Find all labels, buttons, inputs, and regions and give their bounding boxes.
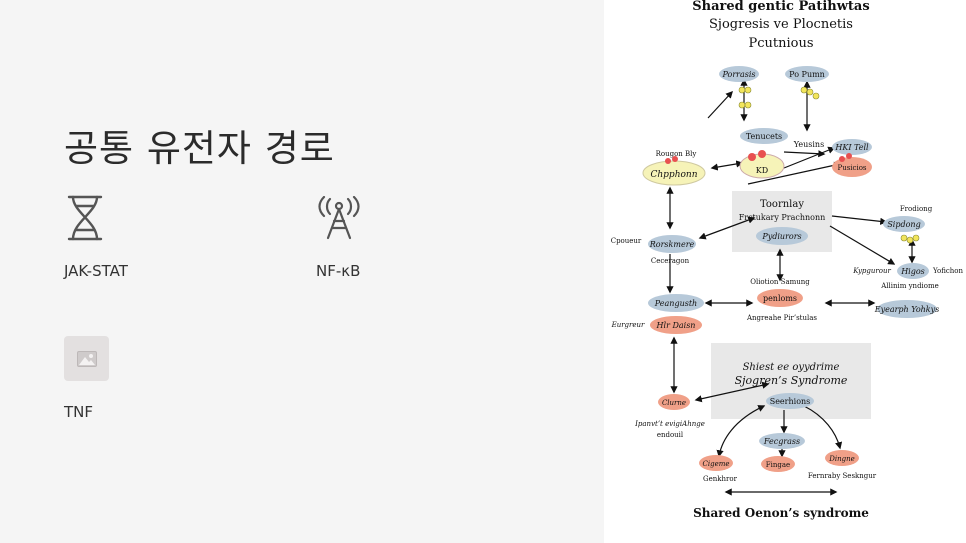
node-cpoueur: Cpoueur [611,237,642,245]
pathway-item-jak-stat: JAK-STAT [64,194,128,280]
node-label: Po Pumn [789,70,825,79]
pathway-label: JAK-STAT [64,262,128,280]
node-label: HKI Tell [834,143,869,152]
node-label: KD [756,166,768,175]
node-label: Chpphonn [650,170,697,180]
page-title: 공통 유전자 경로 [64,127,335,170]
node-fecgrass [759,433,805,449]
node-tenucets [740,128,788,144]
node-fingae [761,456,795,472]
node-seerhions [766,393,814,409]
node-shiestee: Shiest ee oyydrime [743,362,840,373]
node-label: Cigeme [703,460,730,468]
node-label: Dingne [828,455,855,463]
node-po-pumn [785,66,829,82]
node-eurgreur: Eurgreur [611,321,645,329]
pathway-item-nf-kb: NF-κB [316,196,362,280]
node-label: Fecgrass [763,437,800,446]
dna-icon [67,195,103,241]
node-rougon-bly: Rougon Bly [656,150,697,158]
node-angreahe: Angreahe Pir’stulas [746,314,817,322]
pathway-diagram: Shared gentic Patihwtas Sjogresis ve Plo… [611,0,964,520]
node-clurne [658,394,690,410]
node-toornlay: Toornlay [760,199,804,210]
node-label: Rorskmere [649,240,695,249]
diagram-title-line: Shared gentic Patihwtas [692,0,869,14]
node-label: Fingae [766,461,790,469]
node-label: Higos [900,267,925,276]
node-genkhror: Genkhror [703,475,738,483]
node-hlr-daisn [650,316,702,334]
node-pydiurors [756,227,808,245]
node-fernraby: Fernraby Seskngur [808,472,877,480]
node-label: Pydiurors [761,232,801,241]
diagram-footer: Shared Oenon’s syndrome [693,506,869,520]
slide-left-panel: 공통 유전자 경로 JAK-STAT [64,127,362,421]
node-kypgurour: Kypgurour [852,267,891,275]
node-penloms [757,289,803,307]
node-endouil: endouil [657,431,684,439]
node-label: Eyearph Yohkys [874,305,940,314]
node-label: penloms [763,294,797,303]
pathway-item-tnf: TNF [64,336,109,421]
node-label: Seerhions [770,397,811,406]
node-porrasis [719,66,759,82]
antenna-icon [318,196,360,240]
node-ceceragon: Ceceragon [651,257,690,265]
pathway-label: NF-κB [316,262,361,280]
node-label: Hlr Daisn [656,321,696,330]
pathway-label: TNF [64,403,94,421]
node-rorskmere [648,235,696,253]
node-hki-tell [832,139,872,155]
node-higos [897,263,929,279]
node-sipdong [883,216,925,232]
node-label: Clurne [662,399,686,407]
node-label: Pusicios [837,164,866,172]
node-cigeme [699,455,733,471]
node-allinim: Allinim yndiome [880,282,939,290]
node-ipanvt: Ipanvt’t evigiAhnge [634,420,705,428]
diagram-title-line: Pcutnious [748,36,813,51]
image-placeholder-icon [64,336,109,381]
node-yeusins: Yeusins [793,140,824,149]
node-frodiong: Frodiong [900,205,933,213]
node-label: Peangusth [654,299,697,308]
node-label: Porrasis [721,70,755,79]
node-dingne [825,450,859,466]
node-sjogren: Sjogren’s Syndrome [735,374,848,387]
pathway-diagram-panel: Shared gentic Patihwtas Sjogresis ve Plo… [604,0,966,543]
node-peangusth [648,294,704,312]
node-label: Sipdong [887,220,920,229]
node-label: Tenucets [746,132,782,141]
node-frctukary: Frctukary Prachnonn [739,213,826,222]
node-oliotion: Oliotion Samung [750,278,810,286]
diagram-title-line: Sjogresis ve Plocnetis [709,17,853,32]
node-yofichon: Yofichon [932,267,964,275]
node-eyearph [877,300,937,318]
